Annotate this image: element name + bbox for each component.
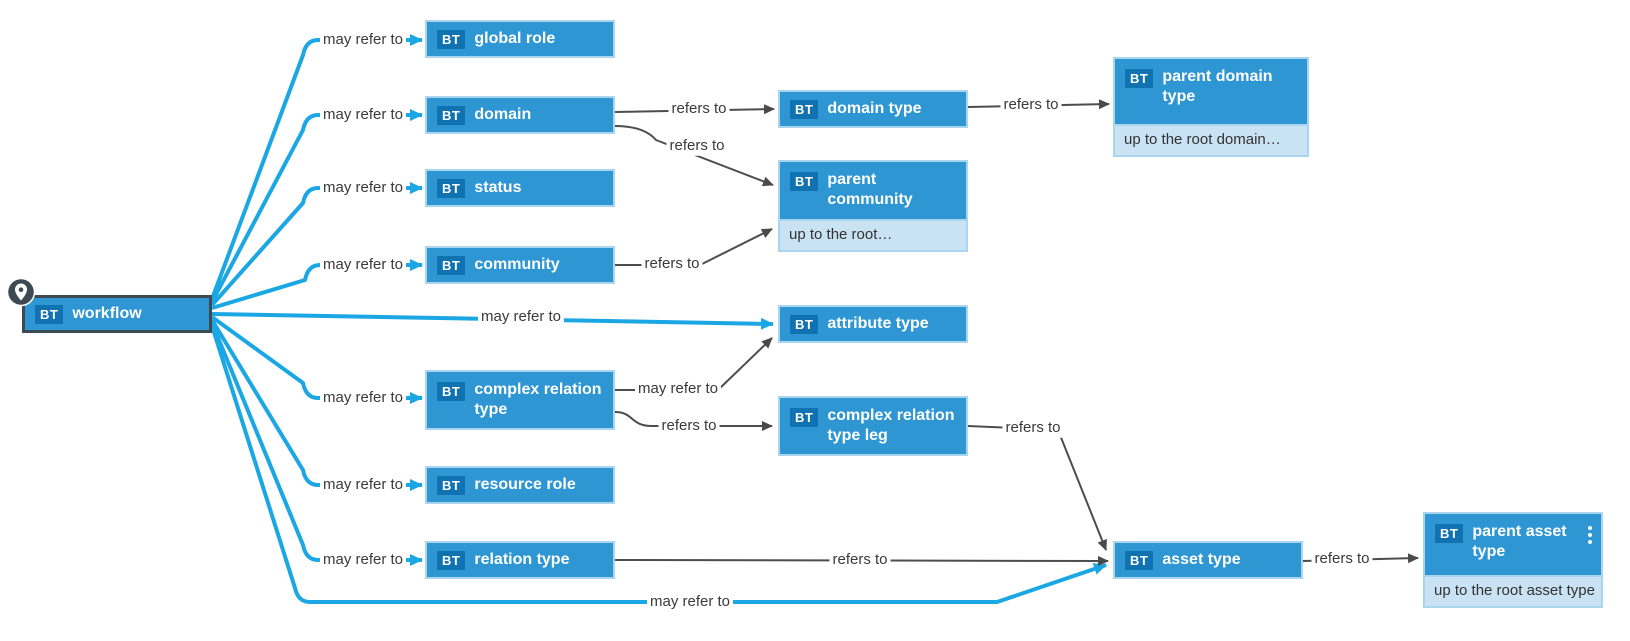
node-label: parent community [827, 171, 913, 209]
node-global-role[interactable]: BT global role [425, 20, 615, 58]
node-label: global role [474, 29, 556, 47]
bt-badge: BT [1125, 550, 1154, 570]
node-label: domain [474, 105, 532, 123]
kebab-menu-icon[interactable] [1586, 524, 1594, 546]
node-label: complex relation type leg [827, 407, 955, 445]
node-label: domain type [827, 99, 922, 117]
edge-workflow-complex-relation-type [210, 315, 423, 404]
node-label: parent domain type [1162, 68, 1273, 106]
bt-badge: BT [790, 172, 819, 191]
edge-label-may-refer-to: may refer to [319, 388, 407, 408]
node-label: community [474, 255, 560, 273]
edge-workflow-global-role [210, 34, 423, 300]
edge-label-refers-to: refers to [666, 136, 728, 156]
bt-badge: BT [437, 475, 466, 495]
edge-label-may-refer-to: may refer to [477, 307, 565, 327]
edge-workflow-community [211, 259, 423, 310]
bt-badge: BT [790, 99, 819, 119]
bt-badge: BT [1435, 524, 1464, 543]
location-pin-icon [6, 277, 36, 312]
node-attribute-type[interactable]: BT attribute type [778, 305, 968, 343]
edge-label-refers-to: refers to [668, 99, 730, 119]
edge-domain-parent-community [614, 125, 774, 187]
edge-label-refers-to: refers to [829, 550, 891, 570]
node-label: workflow [72, 304, 142, 322]
node-parent-community[interactable]: BT parent community up to the root… [778, 160, 968, 252]
node-label: complex relation type [474, 381, 602, 419]
bt-badge: BT [35, 304, 64, 324]
edge-label-may-refer-to: may refer to [319, 30, 407, 50]
node-parent-asset-type[interactable]: BT parent asset type up to the root asse… [1423, 512, 1603, 608]
bt-badge: BT [1125, 69, 1154, 88]
edge-leg-asset-type [967, 425, 1107, 551]
node-community[interactable]: BT community [425, 246, 615, 284]
node-complex-relation-type-leg[interactable]: BT complex relation type leg [778, 396, 968, 456]
edge-label-may-refer-to: may refer to [634, 379, 722, 399]
node-asset-type[interactable]: BT asset type [1113, 541, 1303, 579]
edge-workflow-resource-role [210, 318, 423, 491]
bt-badge: BT [437, 550, 466, 570]
node-status[interactable]: BT status [425, 169, 615, 207]
edge-workflow-domain [210, 109, 423, 303]
edge-label-may-refer-to: may refer to [319, 178, 407, 198]
edge-label-refers-to: refers to [1311, 549, 1373, 569]
node-label: relation type [474, 550, 570, 568]
edge-workflow-relation-type [210, 322, 423, 566]
node-relation-type[interactable]: BT relation type [425, 541, 615, 579]
edge-label-may-refer-to: may refer to [646, 592, 734, 612]
edge-label-refers-to: refers to [1002, 418, 1064, 438]
node-domain-type[interactable]: BT domain type [778, 90, 968, 128]
bt-badge: BT [790, 314, 819, 334]
node-label: attribute type [827, 314, 929, 332]
node-resource-role[interactable]: BT resource role [425, 466, 615, 504]
edge-complex-relation-type-leg-link [614, 411, 773, 431]
node-note: up to the root… [780, 219, 966, 250]
node-workflow[interactable]: BT workflow [22, 295, 212, 333]
node-label: status [474, 178, 522, 196]
edge-label-may-refer-to: may refer to [319, 105, 407, 125]
edge-label-may-refer-to: may refer to [319, 550, 407, 570]
node-note: up to the root asset type [1425, 575, 1601, 606]
bt-badge: BT [437, 178, 466, 198]
bt-badge: BT [437, 105, 466, 125]
edge-label-refers-to: refers to [658, 416, 720, 436]
node-domain[interactable]: BT domain [425, 96, 615, 134]
bt-badge: BT [437, 29, 466, 49]
node-note: up to the root domain… [1115, 124, 1307, 155]
edge-label-may-refer-to: may refer to [319, 255, 407, 275]
edge-label-refers-to: refers to [1000, 95, 1062, 115]
node-label: asset type [1162, 550, 1241, 568]
bt-badge: BT [437, 255, 466, 275]
bt-badge: BT [790, 408, 819, 427]
edge-workflow-asset-type [210, 325, 1107, 604]
node-complex-relation-type[interactable]: BT complex relation type [425, 370, 615, 430]
node-label: resource role [474, 475, 576, 493]
bt-badge: BT [437, 382, 466, 401]
edge-label-may-refer-to: may refer to [319, 475, 407, 495]
node-label: parent asset type [1472, 523, 1567, 561]
edge-workflow-status [210, 182, 423, 307]
node-parent-domain-type[interactable]: BT parent domain type up to the root dom… [1113, 57, 1309, 157]
edge-label-refers-to: refers to [641, 254, 703, 274]
